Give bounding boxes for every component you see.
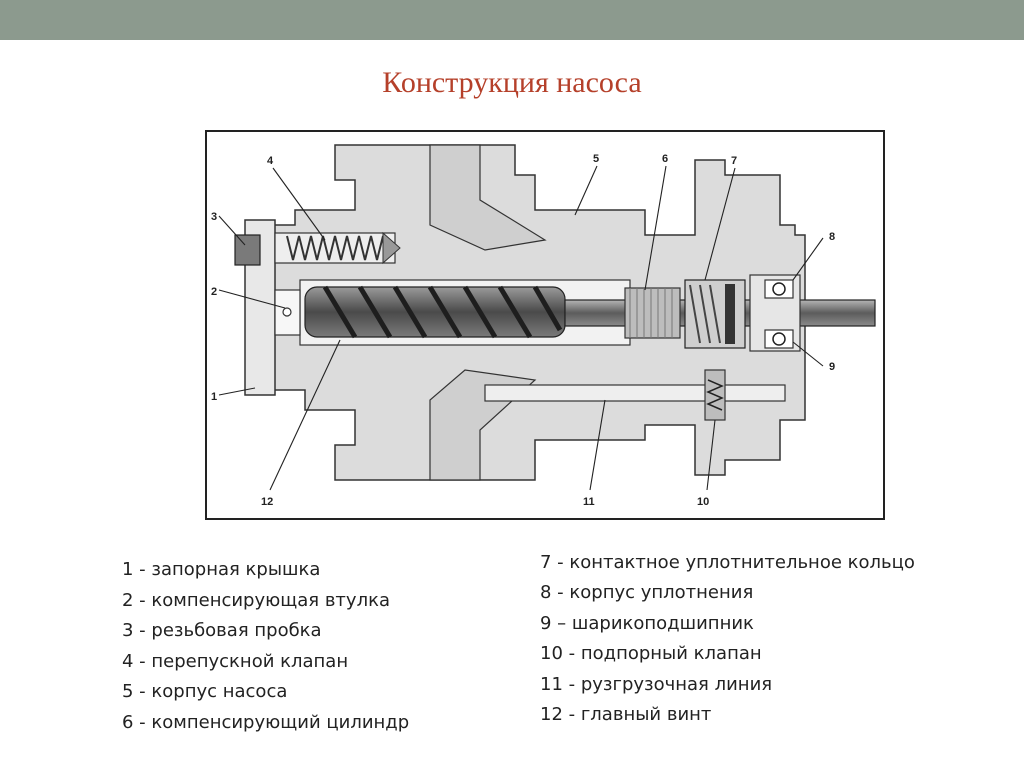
legend-item: 1 - запорная крышка (122, 559, 321, 580)
legend-item: 4 - перепускной клапан (122, 650, 349, 672)
legend-left: 1 - запорная крышка 2 - компенсирующая в… (122, 555, 512, 738)
pump-cross-section: 1 2 3 4 5 6 7 8 9 10 11 12 (205, 130, 885, 520)
callout-4: 4 (267, 155, 274, 167)
callout-12: 12 (261, 496, 273, 508)
callout-5: 5 (593, 153, 599, 165)
legend-item: 2 - компенсирующая втулка (122, 589, 390, 611)
legend-item: 7 - контактное уплотнительное кольцо (540, 552, 915, 573)
callout-9: 9 (829, 361, 835, 373)
legend-item: 9 – шарикоподшипник (540, 612, 754, 634)
legend-item: 5 - корпус насоса (122, 681, 288, 702)
callout-8: 8 (829, 231, 835, 243)
legend-item: 11 - рузгрузочная линия (540, 673, 773, 695)
threaded-plug (234, 234, 261, 266)
bearing-ball-top (772, 282, 786, 296)
legend-item: 8 - корпус уплотнения (540, 582, 754, 603)
seal-spring (689, 284, 721, 344)
seal-ring (725, 284, 735, 344)
legend-item: 6 - компенсирующий цилиндр (122, 711, 410, 733)
callout-2: 2 (211, 286, 217, 298)
relief-valve-spring (286, 235, 384, 261)
relief-valve-head (382, 231, 401, 265)
callout-6: 6 (662, 153, 668, 165)
screw-thread (322, 285, 563, 339)
compensating-cylinder (624, 287, 681, 339)
legend-item: 3 - резьбовая пробка (122, 620, 322, 641)
callout-11: 11 (583, 496, 595, 508)
back-pressure-spring (706, 379, 724, 411)
callout-1: 1 (211, 391, 217, 403)
callout-leaders (218, 165, 824, 491)
callout-3: 3 (211, 211, 217, 223)
top-bar (0, 0, 1024, 40)
callout-7: 7 (731, 155, 737, 167)
slide-title: Конструкция насоса (382, 66, 642, 99)
cylinder-rings (629, 288, 673, 338)
legend-item: 12 - главный винт (540, 704, 712, 725)
legend-item: 10 - подпорный клапан (540, 643, 762, 664)
callout-10: 10 (697, 496, 709, 508)
legend-right: 7 - контактное уплотнительное кольцо 8 -… (540, 548, 940, 731)
pump-diagram: 1 2 3 4 5 6 7 8 9 10 11 12 (205, 130, 885, 520)
bearing-ball-bottom (772, 332, 786, 346)
relief-line (484, 384, 786, 402)
sleeve-pin (282, 307, 292, 317)
inlet-port (429, 144, 547, 251)
